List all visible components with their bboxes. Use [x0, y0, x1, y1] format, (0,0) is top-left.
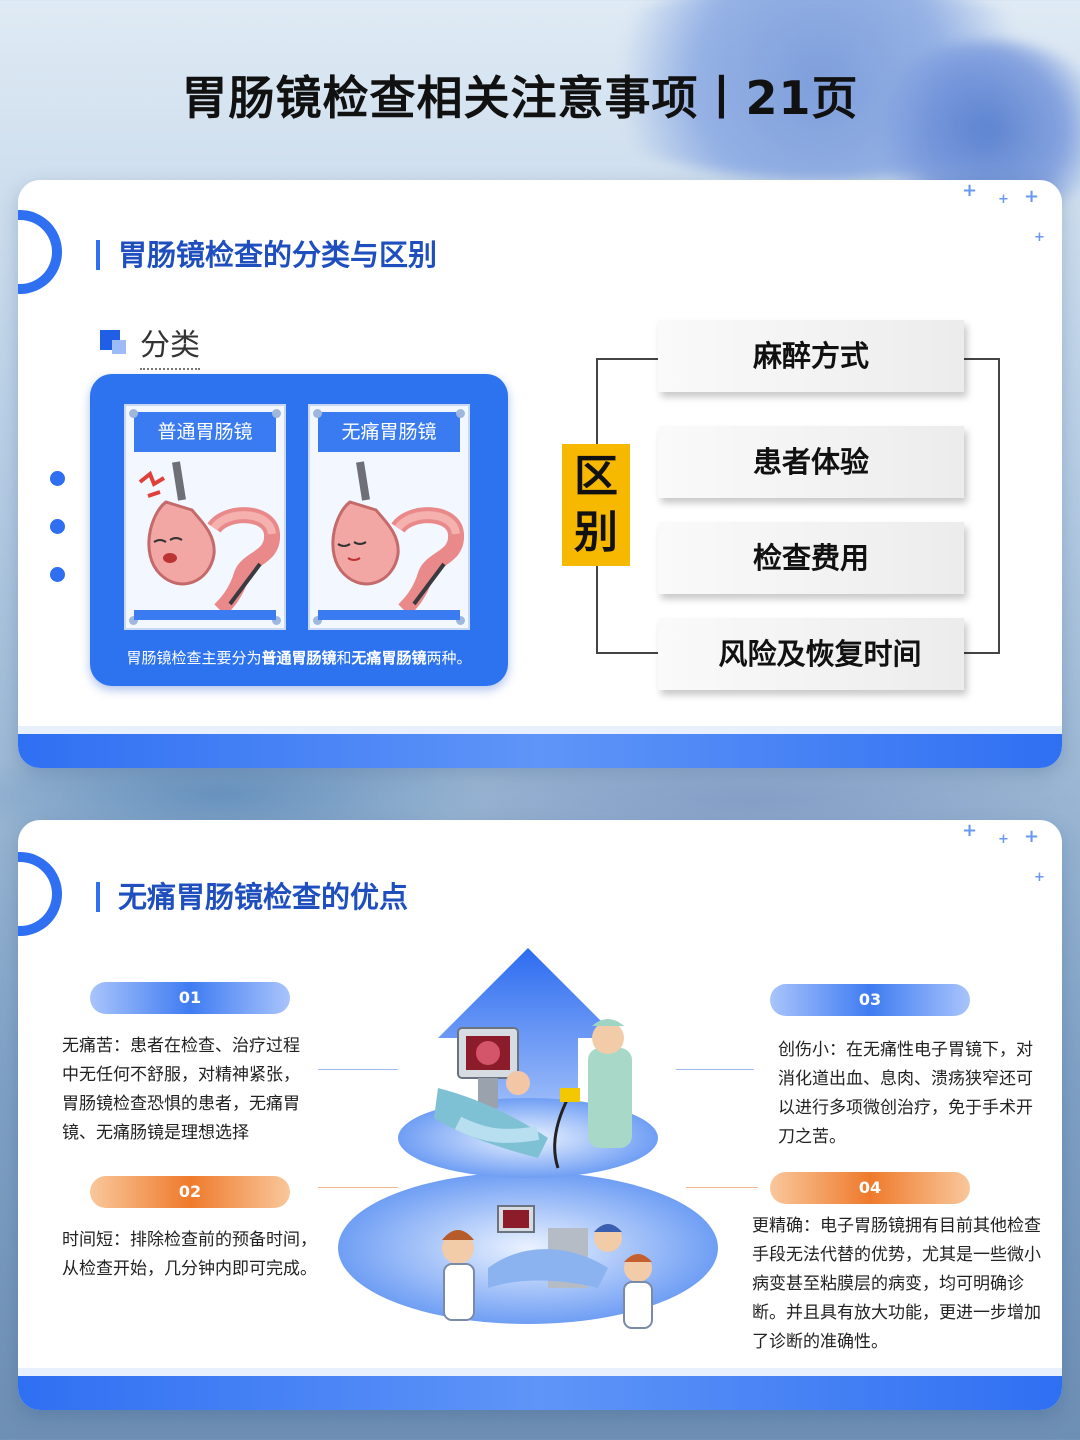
card-label: 普通胃肠镜 — [134, 412, 276, 452]
connector-line — [676, 1069, 754, 1070]
sparkle-icon: + — [1034, 230, 1045, 245]
bracket-right — [962, 358, 1000, 654]
sparkle-icon: + — [1024, 186, 1040, 207]
classification-caption: 胃肠镜检查主要分为普通胃肠镜和无痛胃肠镜两种。 — [126, 649, 472, 667]
bullet-dot — [50, 519, 65, 534]
screw-icon — [313, 409, 322, 418]
endoscopy-illustration — [338, 948, 718, 1329]
connector-line — [318, 1187, 398, 1188]
difference-item: 风险及恢复时间 — [658, 618, 964, 690]
screw-icon — [129, 409, 138, 418]
card-bottom-band — [18, 1368, 1062, 1410]
difference-label: 区 别 — [562, 444, 630, 566]
square-icon — [112, 340, 126, 354]
bullet-dot — [50, 567, 65, 582]
classification-card: 胃肠镜检查的分类与区别 + + + + 分类 普通胃肠镜 — [18, 180, 1062, 768]
sparkle-icon: + — [998, 832, 1009, 847]
card-label: 无痛胃肠镜 — [318, 412, 460, 452]
advantage-text-03: 创伤小：在无痛性电子胃镜下，对消化道出血、息肉、溃疡狭窄还可以进行多项微创治疗，… — [778, 1040, 1033, 1147]
sparkle-icon: + — [962, 820, 978, 841]
classification-panel: 普通胃肠镜 无痛胃肠镜 — [90, 374, 508, 686]
screw-icon — [272, 616, 281, 625]
card-footer-bar — [134, 610, 276, 620]
classification-label: 分类 — [140, 320, 200, 370]
decorative-ring — [18, 210, 62, 294]
section-title: 无痛胃肠镜检查的优点 — [96, 882, 408, 912]
difference-item: 患者体验 — [658, 426, 964, 498]
sparkle-icon: + — [998, 192, 1009, 207]
card-bottom-band — [18, 726, 1062, 768]
connector-line — [686, 1187, 758, 1188]
sparkle-icon: + — [1034, 870, 1045, 885]
difference-item: 麻醉方式 — [658, 320, 964, 392]
screw-icon — [456, 409, 465, 418]
screw-icon — [313, 616, 322, 625]
stomach-calm-illustration — [331, 461, 464, 614]
screw-icon — [129, 616, 138, 625]
difference-item: 检查费用 — [658, 522, 964, 594]
advantage-number-02: 02 — [90, 1176, 290, 1208]
advantages-card: 无痛胃肠镜检查的优点 + + + + — [18, 820, 1062, 1410]
section-title: 胃肠镜检查的分类与区别 — [96, 240, 437, 270]
advantage-number-04: 04 — [770, 1172, 970, 1204]
advantage-number-03: 03 — [770, 984, 970, 1016]
stomach-pain-illustration — [138, 461, 280, 614]
advantage-text-01: 无痛苦：患者在检查、治疗过程中无任何不舒服，对精神紧张，胃肠镜检查恐惧的患者，无… — [62, 1036, 300, 1143]
screw-icon — [272, 409, 281, 418]
sparkle-icon: + — [962, 180, 978, 201]
connector-line — [318, 1069, 398, 1070]
screw-icon — [456, 616, 465, 625]
advantage-number-01: 01 — [90, 982, 290, 1014]
advantage-text-02: 时间短：排除检查前的预备时间，从检查开始，几分钟内即可完成。 — [62, 1230, 317, 1279]
illustration-card-painless: 无痛胃肠镜 — [308, 404, 470, 630]
illustration-card-regular: 普通胃肠镜 — [124, 404, 286, 630]
bullet-dot — [50, 471, 65, 486]
page-title: 胃肠镜检查相关注意事项丨21页 — [181, 71, 859, 125]
card-footer-bar — [318, 610, 460, 620]
decorative-ring — [18, 852, 62, 936]
sparkle-icon: + — [1024, 826, 1040, 847]
advantage-text-04: 更精确：电子胃肠镜拥有目前其他检查手段无法代替的优势，尤其是一些微小病变甚至粘膜… — [752, 1216, 1041, 1352]
